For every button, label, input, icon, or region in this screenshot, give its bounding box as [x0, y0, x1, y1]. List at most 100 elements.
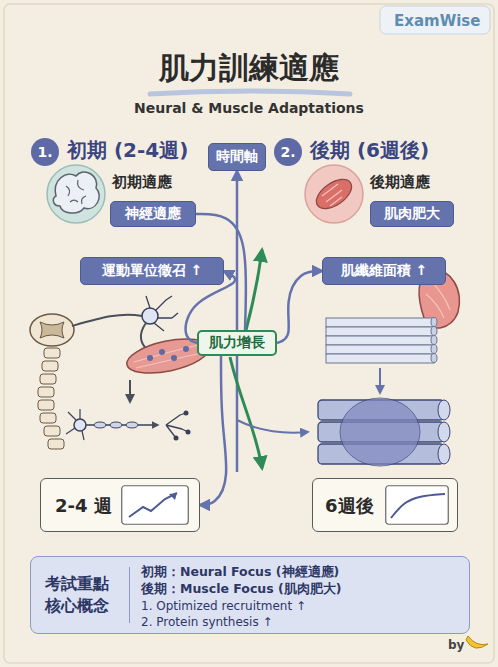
node-text: 肌力增長	[209, 334, 265, 352]
fiber-bundle	[431, 318, 437, 327]
process-box: 肌肉肥大	[370, 201, 454, 227]
brain-icon	[47, 165, 105, 223]
node-heading: 1. Optimized recruitment ↑	[141, 599, 306, 613]
spinal-cord	[44, 348, 60, 358]
connector	[236, 171, 239, 330]
neuron-chain	[126, 422, 138, 428]
brain-icon	[53, 172, 99, 213]
title: 肌力訓練適應	[0, 48, 498, 89]
motor-neuron	[141, 323, 148, 350]
neuron-chain	[66, 409, 191, 441]
spinal-cord	[30, 314, 74, 449]
neuron-chain	[74, 419, 86, 431]
trend-line	[129, 493, 177, 517]
node-text: 2-4 週	[55, 494, 112, 518]
step-badge: 1.初期 (2-4週)	[31, 138, 59, 166]
banana-icon	[466, 636, 488, 648]
spinal-cord	[38, 400, 54, 410]
down-arrow	[129, 380, 131, 402]
muscle-icon	[305, 165, 363, 223]
phase-label: 初期適應	[112, 173, 172, 192]
mini-chart	[385, 485, 449, 525]
fiber-bundle	[326, 318, 434, 327]
node-heading: 初期：Neural Focus (神經適應)	[141, 564, 339, 581]
timeline-axis	[237, 356, 238, 472]
brain-icon	[47, 165, 105, 223]
fiber-bundle	[326, 336, 434, 345]
connector	[200, 356, 226, 505]
trend-arrowhead	[169, 493, 177, 500]
fiber-bundle	[431, 345, 437, 354]
process-box: 運動單位徵召 ↑	[80, 257, 224, 285]
motor-neuron	[142, 308, 158, 324]
spinal-cord	[40, 322, 64, 338]
node-heading: 初期 (2-4週)	[67, 137, 188, 164]
timeline-axis	[236, 356, 239, 472]
muscle-icon	[305, 165, 363, 223]
hypertrophied-fibers	[318, 422, 444, 442]
motor-neuron	[72, 315, 142, 326]
process-box: 神經適應	[110, 201, 196, 227]
spinal-cord	[48, 439, 64, 449]
muscle-fiber	[134, 344, 206, 368]
trend-line	[391, 494, 445, 518]
muscle-fiber	[159, 349, 165, 355]
hypertrophied-fibers	[438, 400, 450, 420]
muscle-fiber	[147, 355, 153, 361]
neuron-chain	[166, 413, 188, 438]
phase-label: 後期適應	[370, 173, 430, 192]
node-text: 神經適應	[125, 205, 181, 223]
muscle-belly	[426, 280, 450, 318]
node-text: 肌纖維面積 ↑	[341, 262, 428, 280]
mini-chart	[121, 485, 189, 525]
spinal-cord	[30, 314, 74, 346]
fiber-arrow	[237, 420, 308, 433]
node-text: 1.	[37, 144, 52, 160]
node-text: 考試重點 核心概念	[45, 573, 119, 617]
muscle-fiber	[171, 355, 177, 361]
node-text: 2.	[280, 144, 295, 160]
subtitle: Neural & Muscle Adaptations	[0, 100, 498, 116]
title-underline	[150, 91, 350, 94]
motor-neuron	[72, 296, 178, 350]
muscle-icon	[311, 174, 356, 215]
fiber-bundle	[326, 345, 434, 354]
spinal-cord	[42, 361, 58, 371]
muscle-fiber	[183, 346, 189, 352]
hypertrophied-fibers	[340, 398, 420, 466]
node-text: 肌肉肥大	[384, 205, 440, 223]
banana-icon	[466, 636, 488, 648]
connector	[277, 271, 322, 343]
chart-card: 6週後	[312, 478, 458, 532]
fiber-arrow	[237, 420, 308, 433]
step-badge: 2.後期 (6週後)	[274, 138, 302, 166]
growth-arrows	[230, 250, 262, 468]
node-text: 時間軸	[216, 148, 258, 166]
growth-arrows	[230, 357, 262, 468]
node-text: 6週後	[325, 494, 374, 518]
fiber-bundle	[326, 327, 434, 336]
spinal-cord	[44, 426, 60, 436]
neuron-chain	[110, 422, 122, 428]
node-text: 運動單位徵召 ↑	[102, 262, 203, 280]
fiber-bundle	[431, 336, 437, 345]
muscle-icon	[322, 184, 342, 206]
chart-frame	[386, 486, 449, 525]
panel-divider	[129, 567, 130, 623]
neuron-chain	[66, 409, 84, 440]
spinal-cord	[40, 374, 56, 384]
hypertrophied-fibers	[438, 422, 450, 442]
credit: by	[448, 638, 464, 652]
neuron-chain	[94, 422, 106, 428]
hypertrophied-fibers	[318, 444, 444, 464]
logo-frame	[380, 6, 490, 34]
chart-card: 2-4 週	[40, 478, 200, 532]
down-arrow	[379, 368, 381, 393]
node-heading: 後期：Muscle Focus (肌肉肥大)	[141, 581, 341, 598]
summary-panel: 考試重點 核心概念 初期：Neural Focus (神經適應)後期：Muscle…	[30, 556, 470, 634]
chart-frame	[122, 486, 189, 525]
neuron-chain	[86, 424, 158, 426]
watermark: ExamWise	[394, 12, 480, 30]
timeline-box: 時間軸	[208, 143, 266, 171]
